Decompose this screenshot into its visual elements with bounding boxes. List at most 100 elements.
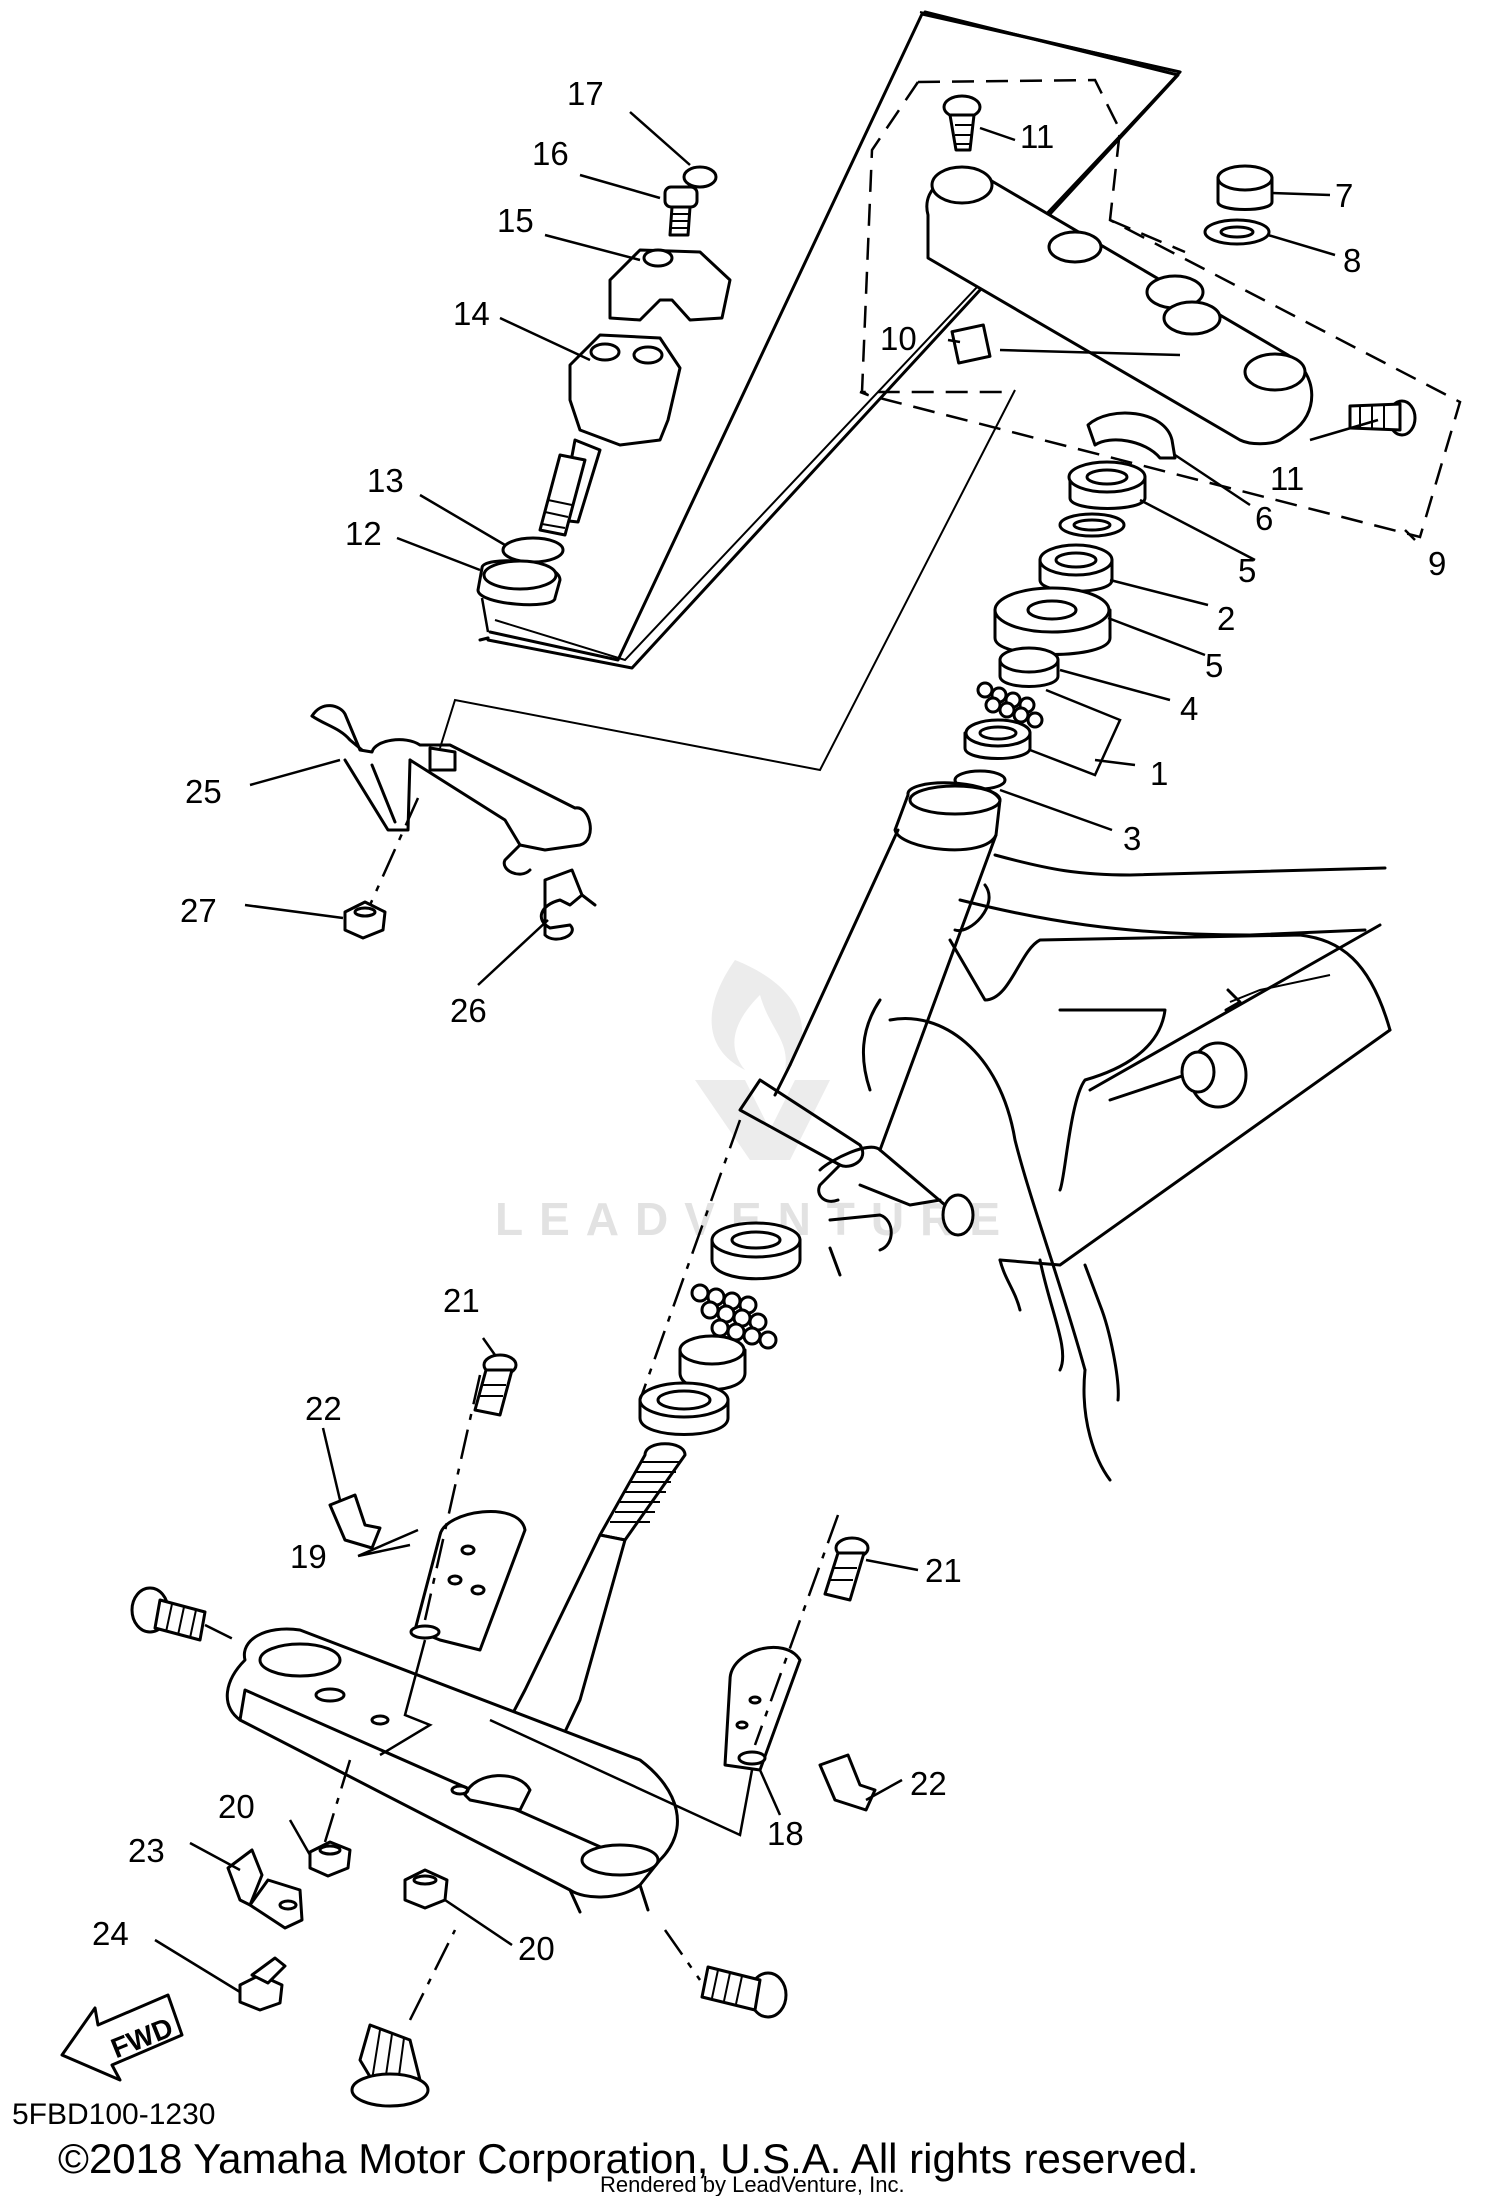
callout-9: 9 <box>1428 545 1446 582</box>
frame-inner-line <box>1229 974 1331 1003</box>
nut-27 <box>343 900 387 940</box>
callout-3: 3 <box>1123 820 1141 857</box>
callout-22-left: 22 <box>305 1390 342 1427</box>
lower-stem-axis <box>408 1929 457 2021</box>
rendered-by-notice: Rendered by LeadVenture, Inc. <box>600 2172 905 2196</box>
cable-clamp-26 <box>539 868 597 941</box>
callout-1: 1 <box>1150 755 1168 792</box>
lock-washer <box>1086 411 1177 460</box>
lower-handle-holder <box>538 333 682 537</box>
bolt-24 <box>238 1956 287 2012</box>
upper-bracket-bolt-right <box>1348 399 1417 437</box>
callout-16: 16 <box>532 135 569 172</box>
group-outline-top <box>920 12 1182 222</box>
callout-22-right: 22 <box>910 1765 947 1802</box>
upper-bracket-bolt-left <box>942 94 982 152</box>
callout-4: 4 <box>1180 690 1198 727</box>
cable-guide-bracket <box>310 704 592 876</box>
damper-washer <box>501 536 565 564</box>
bracket-left-axis <box>423 1374 482 1621</box>
callout-12: 12 <box>345 515 382 552</box>
pinch-bolt-left <box>130 1586 207 1642</box>
callout-8: 8 <box>1343 242 1361 279</box>
bracket-left <box>409 1510 527 1652</box>
upper-handle-holder <box>608 248 732 322</box>
callout-23: 23 <box>128 1832 165 1869</box>
ball-bearings-upper <box>976 681 1044 729</box>
callout-20-lower: 20 <box>518 1930 555 1967</box>
callout-labels: 17 16 15 14 13 12 11 11 10 9 8 7 6 5 5 2… <box>92 75 1446 1967</box>
cable-guide-axis <box>368 797 420 906</box>
callout-6: 6 <box>1255 500 1273 537</box>
nut-20-lower <box>403 1868 449 1910</box>
pinch-bolt-right-axis <box>663 1929 702 1981</box>
callout-2: 2 <box>1217 600 1235 637</box>
bearing-race-upper <box>998 646 1060 688</box>
callout-20-upper: 20 <box>218 1788 255 1825</box>
steering-nut-washer <box>1203 218 1271 246</box>
clip-nut-left <box>328 1493 382 1550</box>
ring-nut-upper <box>1067 460 1147 510</box>
ball-bearings-lower <box>690 1283 778 1350</box>
under-bracket <box>225 1627 679 1914</box>
bearing-cover <box>993 586 1112 656</box>
copyright-notice: ©2018 Yamaha Motor Corporation, U.S.A. A… <box>58 2135 1199 2182</box>
callout-17: 17 <box>567 75 604 112</box>
callout-15: 15 <box>497 202 534 239</box>
frame <box>738 781 1392 1482</box>
callout-21-left: 21 <box>443 1282 480 1319</box>
callout-5-upper: 5 <box>1238 552 1256 589</box>
callout-11-right: 11 <box>1270 460 1304 497</box>
bolt-21-left <box>473 1353 518 1417</box>
holder-cap-bolt <box>682 165 718 189</box>
emblem-label <box>950 323 992 365</box>
dashed-link <box>1109 218 1186 254</box>
pinch-bolt-right <box>700 1965 788 2019</box>
callout-26: 26 <box>450 992 487 1029</box>
lower-bearing-race-middle <box>678 1334 747 1391</box>
cable-guide-link <box>439 389 1016 772</box>
clip-nut-right <box>818 1753 877 1812</box>
callout-11-top: 11 <box>1020 118 1054 155</box>
fwd-arrow-icon: FWD <box>60 1993 184 2082</box>
bearing-race-lower <box>963 718 1032 760</box>
callout-10: 10 <box>880 320 917 357</box>
stem-axis-upper <box>638 1119 742 1401</box>
watermark-logo <box>695 960 830 1160</box>
callout-19: 19 <box>290 1538 327 1575</box>
lower-stem-cap <box>350 2023 430 2108</box>
holder-bolt <box>663 185 699 237</box>
bracket-left-link <box>379 1639 433 1757</box>
bearing-bracket <box>1029 688 1122 777</box>
upper-bracket-inner-dashed <box>860 81 1010 394</box>
nut-20-upper <box>308 1840 352 1878</box>
bolt-21-right <box>823 1536 870 1602</box>
bracket-right <box>723 1645 802 1772</box>
dust-seal <box>638 1381 730 1436</box>
upper-bracket-group-dashed <box>859 78 1462 539</box>
callout-14: 14 <box>453 295 490 332</box>
callout-13: 13 <box>367 462 404 499</box>
callout-21-right: 21 <box>925 1552 962 1589</box>
leader-lines <box>154 111 1416 1994</box>
rubber-washer-upper <box>1058 512 1126 538</box>
handlebar-group-bracket <box>480 597 490 633</box>
nut-20-upper-axis <box>323 1759 352 1843</box>
bracket-right-axis <box>753 1514 840 1746</box>
group-outline-left <box>488 12 924 662</box>
pinch-bolt-left-axis <box>204 1623 236 1642</box>
lower-bearing-race-top <box>710 1221 802 1281</box>
clamp-23 <box>226 1848 304 1930</box>
callout-7: 7 <box>1335 177 1353 214</box>
callout-25: 25 <box>185 773 222 810</box>
damper-rubber <box>476 559 562 607</box>
callout-5-lower: 5 <box>1205 647 1223 684</box>
bracket-right-link <box>489 1718 754 1837</box>
callout-18: 18 <box>767 1815 804 1852</box>
cap-nut <box>1216 164 1274 211</box>
callout-24: 24 <box>92 1915 129 1952</box>
diagram-code: 5FBD100-1230 <box>12 2098 215 2131</box>
upper-bracket <box>925 165 1314 446</box>
callout-27: 27 <box>180 892 217 929</box>
